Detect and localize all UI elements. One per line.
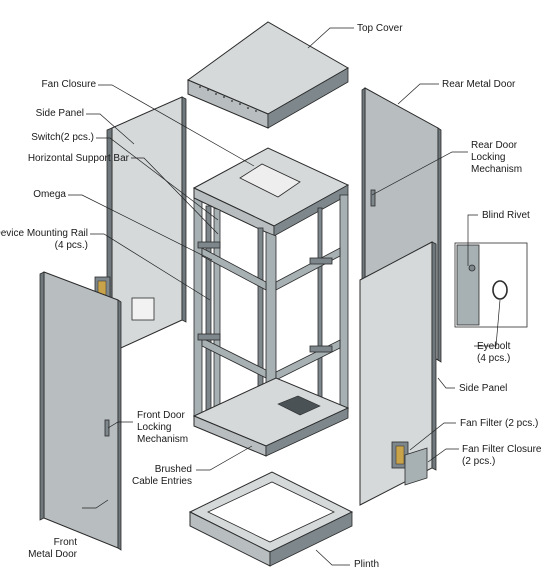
label-rear-door-locking-3: Mechanism: [471, 164, 523, 175]
side-panel-right: [359, 241, 437, 506]
label-blind-rivet: Blind Rivet: [482, 210, 530, 221]
label-rear-metal-door: Rear Metal Door: [442, 79, 516, 90]
label-rear-door-locking-1: Rear Door: [471, 140, 518, 151]
plinth: [188, 471, 354, 567]
label-side-panel-right: Side Panel: [459, 383, 508, 394]
label-fan-filter-closure-1: Fan Filter Closure: [462, 444, 541, 455]
label-switch: Switch(2 pcs.): [31, 132, 94, 143]
label-eyebolt-2: (4 pcs.): [477, 353, 511, 364]
label-front-metal-door-2: Metal Door: [28, 549, 77, 560]
rack-frame: [192, 147, 350, 457]
label-omega: Omega: [33, 189, 66, 200]
top-cover: [186, 21, 350, 129]
label-fan-filter-closure-2: (2 pcs.): [462, 456, 496, 467]
label-eyebolt-1: Eyebolt: [477, 341, 511, 352]
label-fan-closure: Fan Closure: [41, 79, 96, 90]
label-plinth: Plinth: [354, 559, 380, 570]
label-horizontal-support-bar: Horizontal Support Bar: [27, 153, 129, 164]
front-metal-door: [39, 271, 122, 551]
label-top-cover: Top Cover: [357, 23, 403, 34]
label-front-door-locking-1: Front Door: [137, 410, 185, 421]
label-brushed-cable-entries-1: Brushed: [154, 464, 192, 475]
label-front-door-locking-2: Locking: [137, 422, 172, 433]
label-front-door-locking-3: Mechanism: [137, 434, 189, 445]
detail-inset: [454, 242, 528, 328]
label-device-mounting-rail-1: 9" Device Mounting Rail: [0, 228, 88, 239]
label-side-panel-left: Side Panel: [35, 108, 84, 119]
leader-lines: [68, 27, 501, 566]
label-device-mounting-rail-2: (4 pcs.): [54, 240, 88, 251]
label-fan-filter: Fan Filter (2 pcs.): [460, 418, 539, 429]
label-rear-door-locking-2: Locking: [471, 152, 506, 163]
label-front-metal-door-1: Front: [53, 537, 77, 548]
label-brushed-cable-entries-2: Cable Entries: [131, 476, 192, 487]
